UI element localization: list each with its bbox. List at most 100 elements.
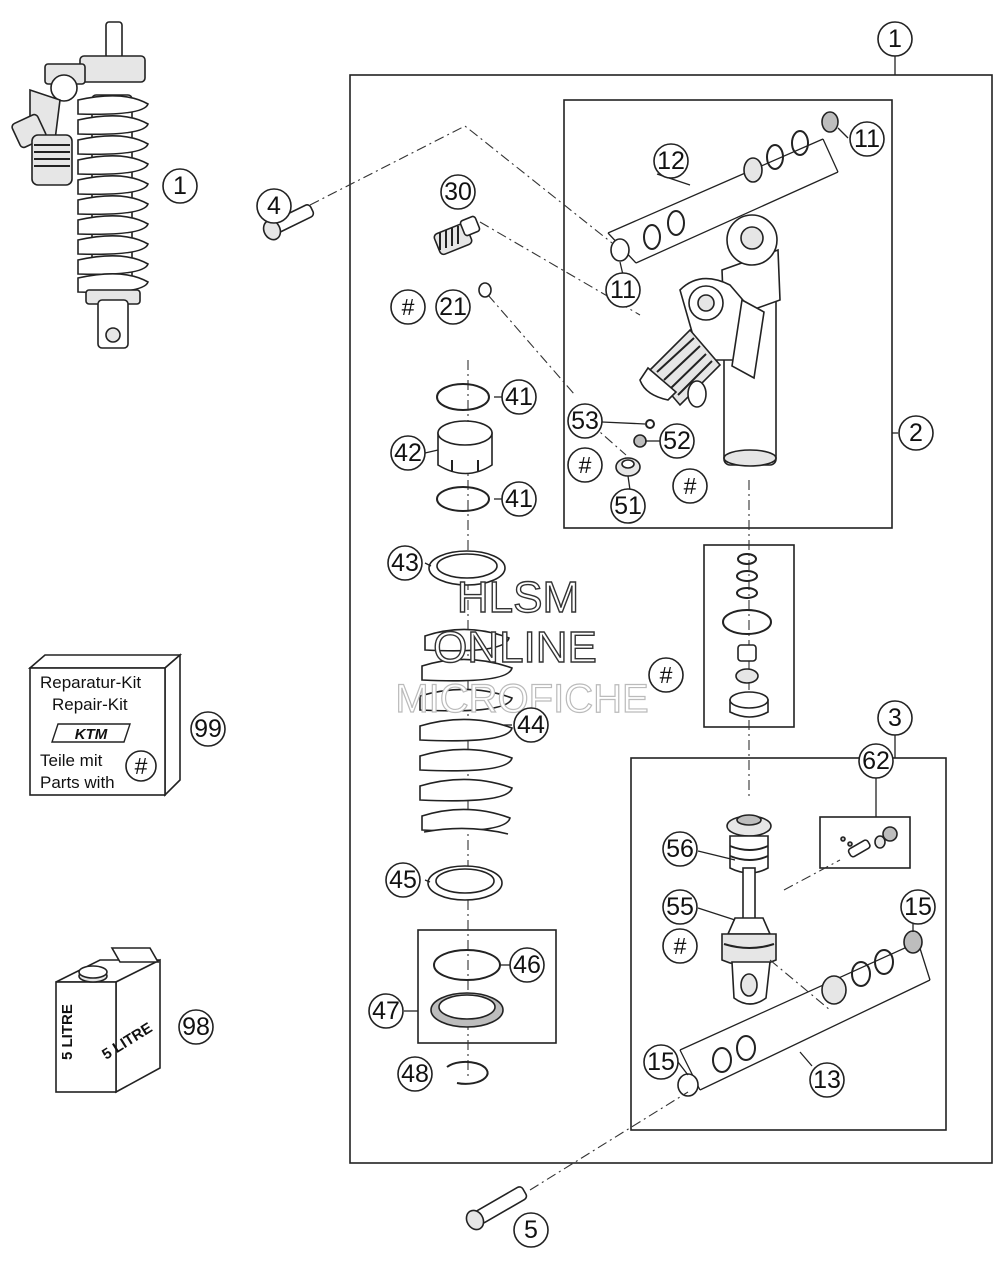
- repair-kit-box-icon: Reparatur-Kit Repair-Kit KTM Teile mit P…: [27, 653, 183, 797]
- callout-hash-51: #: [672, 468, 708, 504]
- retainer-47-icon: [430, 992, 504, 1028]
- shock-body-icon: [639, 214, 781, 467]
- o-ring-53-icon: [645, 419, 655, 429]
- callout-52: 52: [659, 423, 695, 459]
- spring-44-icon: [419, 628, 513, 835]
- svg-text:52: 52: [663, 427, 691, 455]
- bushing-set-12-icon: [607, 111, 839, 264]
- callout-2: 2: [898, 415, 934, 451]
- callout-30: 30: [440, 174, 476, 210]
- callout-41-top: 41: [501, 379, 537, 415]
- svg-text:3: 3: [888, 704, 902, 732]
- repair-kit-hash: #: [135, 753, 148, 779]
- svg-text:55: 55: [666, 893, 694, 921]
- callout-1-top: 1: [877, 21, 913, 57]
- svg-text:2: 2: [909, 419, 923, 447]
- svg-text:#: #: [660, 662, 673, 688]
- oil-can-label-side: 5 LITRE: [59, 1004, 76, 1060]
- svg-text:41: 41: [505, 485, 533, 513]
- svg-text:#: #: [674, 933, 687, 959]
- svg-text:43: 43: [391, 549, 419, 577]
- reservoir-icon: [639, 328, 722, 407]
- svg-text:KTM: KTM: [75, 726, 108, 743]
- svg-text:#: #: [684, 473, 697, 499]
- spring-seat-45-icon: [427, 865, 503, 901]
- repair-kit-line3: Teile mit: [40, 751, 103, 770]
- callout-42: 42: [390, 435, 426, 471]
- cap-51-icon: [615, 457, 641, 477]
- svg-text:1: 1: [173, 172, 187, 200]
- watermark-line1: HLSM: [457, 573, 579, 622]
- shock-spring-icon: [77, 95, 149, 294]
- callout-47: 47: [368, 993, 404, 1029]
- spring-seat-frame: [417, 929, 557, 1044]
- svg-text:#: #: [579, 452, 592, 478]
- repair-kit-line2: Repair-Kit: [52, 695, 128, 714]
- svg-text:15: 15: [647, 1048, 675, 1076]
- callout-13: 13: [809, 1062, 845, 1098]
- callout-99: 99: [190, 711, 226, 747]
- callout-55: 55: [662, 889, 698, 925]
- housing-group-frame: [563, 99, 893, 529]
- svg-text:62: 62: [862, 747, 890, 775]
- preload-nut-42-icon: [437, 420, 493, 475]
- callout-15-right: 15: [900, 889, 936, 925]
- svg-text:56: 56: [666, 835, 694, 863]
- callout-12: 12: [653, 143, 689, 179]
- callout-3: 3: [877, 700, 913, 736]
- callout-11-top: 11: [849, 121, 885, 157]
- repair-kit-line4: Parts with: [40, 773, 115, 792]
- callout-15-left: 15: [643, 1044, 679, 1080]
- oil-can-icon: 5 LITRE 5 LITRE: [55, 947, 161, 1094]
- svg-text:48: 48: [401, 1060, 429, 1088]
- repair-kit-line1: Reparatur-Kit: [40, 673, 141, 692]
- svg-text:15: 15: [904, 893, 932, 921]
- piston-kit-62-icon: [840, 826, 898, 858]
- watermark-line2: ONLINE: [433, 623, 597, 672]
- svg-text:5: 5: [524, 1216, 538, 1244]
- svg-text:98: 98: [182, 1013, 210, 1041]
- callout-45: 45: [385, 862, 421, 898]
- piston-rod-icon: [721, 814, 777, 1005]
- callout-51: 51: [610, 488, 646, 524]
- callout-43: 43: [387, 545, 423, 581]
- svg-text:11: 11: [854, 125, 880, 153]
- callout-hash-53: #: [567, 447, 603, 483]
- svg-text:47: 47: [372, 997, 400, 1025]
- screw-21-icon: [478, 282, 492, 298]
- svg-text:21: 21: [439, 293, 467, 321]
- circlip-48-icon: [446, 1060, 489, 1085]
- callout-41-bottom: 41: [501, 481, 537, 517]
- damper-rod-frame: [630, 757, 947, 1131]
- callout-hash-55: #: [662, 928, 698, 964]
- piston-kit-frame: [819, 816, 911, 869]
- callout-4: 4: [256, 188, 292, 224]
- svg-text:13: 13: [813, 1066, 841, 1094]
- svg-text:46: 46: [513, 951, 541, 979]
- circlip-41-top-icon: [436, 383, 490, 411]
- svg-text:51: 51: [614, 492, 642, 520]
- complete-shock-icon: [11, 21, 149, 349]
- callout-11-mid: 11: [605, 272, 641, 308]
- callout-5: 5: [513, 1212, 549, 1248]
- svg-text:44: 44: [517, 711, 545, 739]
- ktm-logo-icon: KTM: [51, 723, 131, 743]
- svg-text:41: 41: [505, 383, 533, 411]
- svg-text:4: 4: [267, 192, 281, 220]
- callout-1-left: 1: [162, 168, 198, 204]
- callout-46: 46: [509, 947, 545, 983]
- svg-text:11: 11: [610, 276, 636, 304]
- o-ring-46-icon: [433, 949, 501, 981]
- main-assembly-frame: [349, 74, 993, 1164]
- valve-52-icon: [633, 434, 647, 448]
- svg-text:12: 12: [657, 147, 685, 175]
- callout-53: 53: [567, 403, 603, 439]
- svg-text:99: 99: [194, 715, 222, 743]
- adjuster-30-icon: [433, 215, 481, 256]
- callout-hash-seal: #: [648, 657, 684, 693]
- callout-62: 62: [858, 743, 894, 779]
- svg-text:#: #: [402, 294, 415, 320]
- callout-hash-21: #: [390, 289, 426, 325]
- spring-retainer-43-icon: [428, 550, 506, 586]
